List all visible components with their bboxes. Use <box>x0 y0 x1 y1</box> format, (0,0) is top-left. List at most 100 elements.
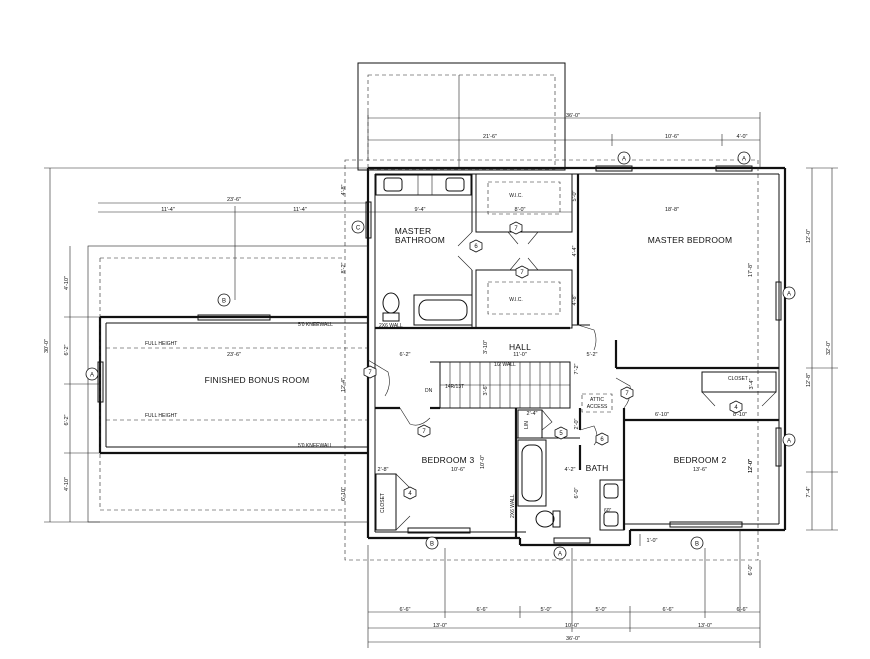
note-half-wall: 1/2 WALL <box>494 362 516 368</box>
dimension: 30'-0" <box>44 339 50 353</box>
note-wall-type: 2X6 WALL <box>379 323 403 329</box>
door-tag: 7 <box>422 429 426 435</box>
dimension: 23'-6" <box>227 352 241 358</box>
note-vanity: 60" <box>604 508 612 514</box>
window-tag: A <box>622 157 626 163</box>
dimension: 3'-4" <box>749 378 755 389</box>
note-full-height: FULL HEIGHT <box>145 413 177 419</box>
dimension: 4'-2" <box>565 467 576 473</box>
dimension: 12'-0" <box>806 229 812 243</box>
dimension: 4'-10" <box>64 477 70 491</box>
dimension: 7'-2" <box>574 363 580 374</box>
window-tag: A <box>787 439 791 445</box>
dimension: 8'-10" <box>733 412 747 418</box>
doors <box>367 231 631 446</box>
dimension: 6'-6" <box>400 607 411 613</box>
dimension: 6'-10" <box>655 412 669 418</box>
note-full-height: FULL HEIGHT <box>145 341 177 347</box>
dimension: 2'-8" <box>378 467 389 473</box>
window-tag: A <box>90 373 94 379</box>
dimension: 2'-4" <box>527 411 538 417</box>
dimension: 8'-0" <box>515 207 526 213</box>
dimension: 6'-2" <box>64 344 70 355</box>
dimension: 12'-8" <box>806 373 812 387</box>
dimension: 6'-6" <box>663 607 674 613</box>
dimension: 13'-0" <box>698 623 712 629</box>
window-tag: C <box>356 226 361 232</box>
room-label-bedroom-3: BEDROOM 3 <box>422 455 475 465</box>
room-label-linen: LIN <box>524 421 530 429</box>
room-label-closet: CLOSET <box>728 376 748 382</box>
dimension: 2'-0" <box>574 418 580 429</box>
dimension: 9'-4" <box>415 207 426 213</box>
room-label-wic: W.I.C. <box>509 193 523 199</box>
room-label-bonus-room: FINISHED BONUS ROOM <box>205 375 310 385</box>
dimension: 5'-2" <box>587 352 598 358</box>
door-tag: 5 <box>559 431 563 437</box>
window-tag: A <box>742 157 746 163</box>
top-projection <box>357 62 566 171</box>
dimension: 32'-0" <box>826 341 832 355</box>
note-kneewall: 5'0 KNEEWALL <box>298 322 333 328</box>
tag-labels: A A C B A A A B B A 7 7 6 7 7 5 6 7 4 4 <box>90 157 791 558</box>
room-label-master-bathroom: MASTER <box>395 226 432 236</box>
note-down: DN <box>425 388 433 394</box>
room-label-master-bedroom: MASTER BEDROOM <box>648 235 733 245</box>
windows <box>365 165 782 544</box>
door-tag: 4 <box>408 491 412 497</box>
dimension: 4'-4" <box>572 245 578 256</box>
dimension: 6'-0" <box>574 487 580 498</box>
dimension: 10'-6" <box>451 467 465 473</box>
door-tag: 7 <box>520 270 524 276</box>
outer-walls <box>344 159 787 561</box>
room-label-bedroom-2: BEDROOM 2 <box>674 455 727 465</box>
dimension: 12'-0" <box>748 459 754 473</box>
door-tag: 6 <box>474 244 478 250</box>
bonus-room-walls <box>87 245 369 523</box>
door-tag: 4 <box>734 405 738 411</box>
room-label-master-bathroom: BATHROOM <box>395 235 445 245</box>
dimension: 1'-0" <box>647 538 658 544</box>
door-tag: 7 <box>514 226 518 232</box>
plan-notes: FULL HEIGHT FULL HEIGHT 5'0 KNEEWALL 5'0… <box>145 322 612 518</box>
room-label-wic: W.I.C. <box>509 297 523 303</box>
dimension: 21'-6" <box>483 134 497 140</box>
window-tag: B <box>222 299 226 305</box>
dimension: 5'-0" <box>572 190 578 201</box>
dimension: 5'-0" <box>596 607 607 613</box>
fixtures <box>375 174 625 531</box>
dimension: 23'-6" <box>227 197 241 203</box>
dimension: 36'-0" <box>566 113 580 119</box>
dimension: 6'-6" <box>737 607 748 613</box>
window-tag: A <box>787 292 791 298</box>
dimension: 3'-10" <box>483 340 489 354</box>
dimension: 4'-8" <box>341 184 347 195</box>
dimension: 13'-0" <box>433 623 447 629</box>
room-label-attic: ACCESS <box>587 404 608 410</box>
door-tag: 7 <box>368 370 372 376</box>
dimension: 7'-4" <box>806 486 812 497</box>
door-tag: 7 <box>625 391 629 397</box>
room-label-closet: CLOSET <box>380 493 386 513</box>
window-tag: A <box>558 552 562 558</box>
room-label-hall: HALL <box>509 342 531 352</box>
dimension: 4'-8" <box>572 294 578 305</box>
note-wall-type: 2X6 WALL <box>510 494 516 518</box>
dimension: 8'-2" <box>341 262 347 273</box>
dimension: 3'-6" <box>483 384 489 395</box>
dimension: 10'-0" <box>565 623 579 629</box>
window-tag: B <box>695 542 699 548</box>
window-tag: B <box>430 542 434 548</box>
dimension: 6'-10" <box>341 487 347 501</box>
dimension: 36'-0" <box>566 636 580 642</box>
dimension: 11'-4" <box>293 207 307 213</box>
dimension: 12'-4" <box>341 378 347 392</box>
room-labels: MASTER BATHROOM MASTER BEDROOM FINISHED … <box>205 193 748 513</box>
dimension: 4'-0" <box>737 134 748 140</box>
interior-walls <box>375 173 779 538</box>
dimension-labels: 36'-0" 21'-6" 10'-6" 4'-0" 23'-6" 11'-4"… <box>44 113 832 642</box>
dimension: 10'-6" <box>665 134 679 140</box>
dimension: 6'-2" <box>400 352 411 358</box>
door-tag: 6 <box>600 437 604 443</box>
